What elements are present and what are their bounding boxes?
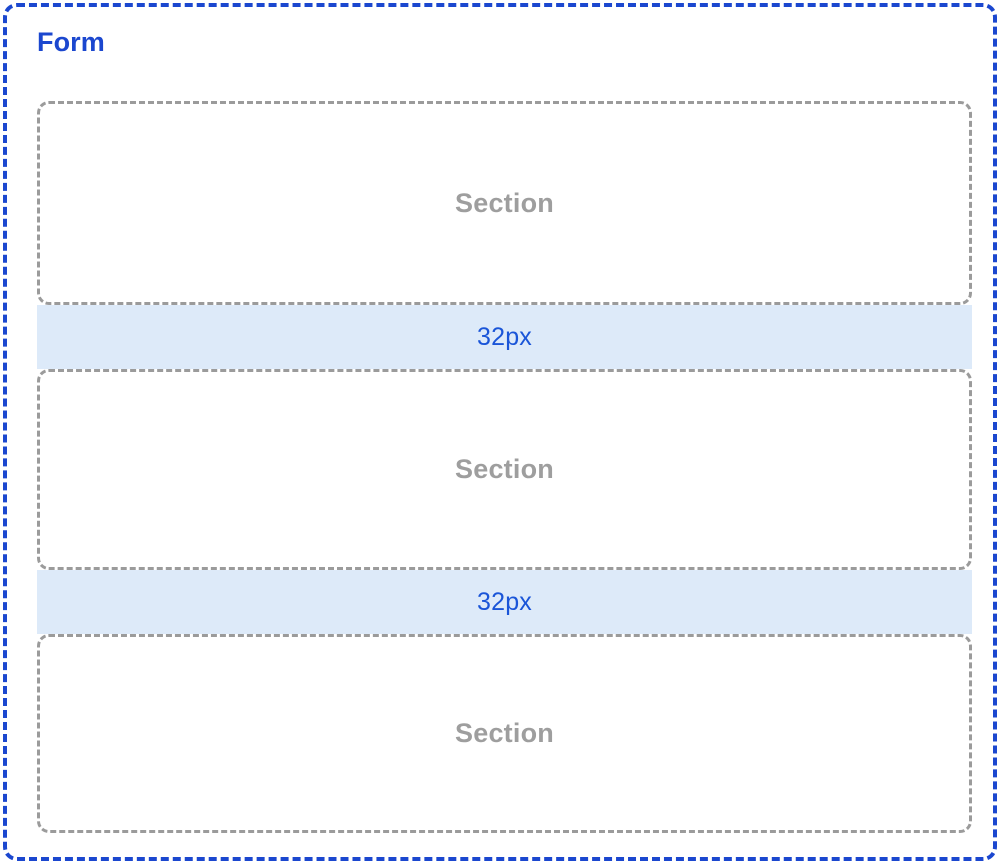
spacer-label: 32px [476,322,532,351]
section-label: Section [455,718,554,748]
section-stack: Section 32px Section 32px Section [37,101,972,833]
form-container: Form Section 32px Section 32px Section [3,3,997,861]
section-label: Section [455,187,554,218]
spacer-band-2: 32px [37,570,972,634]
section-label: Section [455,454,554,484]
spacer-label: 32px [476,587,532,616]
section-box-1: Section [37,101,972,305]
form-title: Form [37,27,105,57]
section-box-2: Section [37,369,972,570]
section-box-3: Section [37,634,972,833]
spacer-band-1: 32px [37,305,972,369]
